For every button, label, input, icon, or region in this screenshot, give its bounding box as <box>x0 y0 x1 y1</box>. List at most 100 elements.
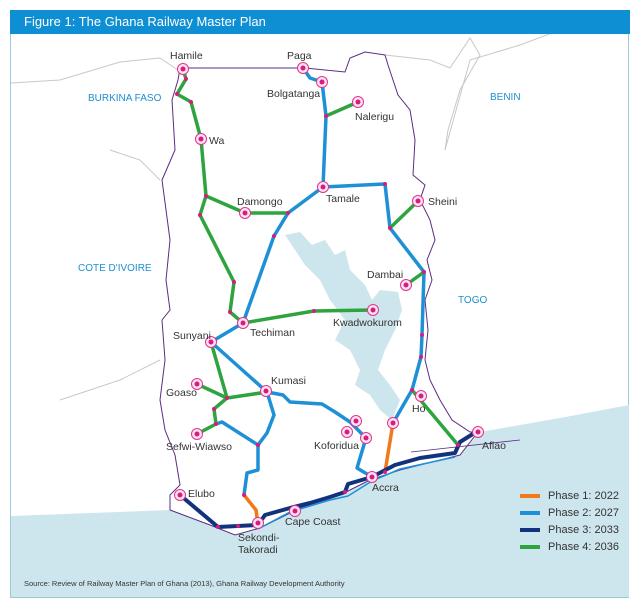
station-marker <box>400 279 412 291</box>
station-marker <box>297 62 309 74</box>
junction-dot <box>383 470 387 474</box>
junction-dot <box>236 524 240 528</box>
station-marker <box>191 428 203 440</box>
legend-swatch <box>520 544 540 549</box>
legend-item-phase-1: Phase 1: 2022 <box>520 487 619 504</box>
junction-dot <box>225 396 229 400</box>
city-label: Goaso <box>166 387 197 399</box>
junction-dot <box>343 490 347 494</box>
junction-dot <box>175 92 179 96</box>
legend-item-phase-3: Phase 3: 2033 <box>520 521 619 538</box>
station-marker <box>177 63 189 75</box>
city-label: Takoradi <box>238 544 278 556</box>
city-label: Sheini <box>428 196 457 208</box>
city-label: Sekondi- <box>238 532 280 544</box>
junction-dot <box>420 333 424 337</box>
junction-dot <box>286 211 290 215</box>
city-label: Nalerigu <box>355 111 394 123</box>
junction-dot <box>198 213 202 217</box>
junction-dot <box>189 100 193 104</box>
station-marker <box>174 489 186 501</box>
station-marker <box>412 195 424 207</box>
country-label: COTE D'IVOIRE <box>78 263 152 274</box>
station-marker <box>239 207 251 219</box>
country-label: TOGO <box>458 295 487 306</box>
junction-dot <box>410 388 414 392</box>
junction-dot <box>212 407 216 411</box>
country-label: BENIN <box>490 92 521 103</box>
station-marker <box>316 76 328 88</box>
city-label: Tamale <box>326 193 360 205</box>
station-marker <box>387 417 399 429</box>
city-label: Ho <box>412 403 426 415</box>
legend-swatch <box>520 510 540 515</box>
stations <box>174 62 484 529</box>
station-marker <box>415 390 427 402</box>
source-note: Source: Review of Railway Master Plan of… <box>24 579 345 588</box>
rail-route-phase-4 <box>388 199 420 230</box>
junction-dot <box>232 280 236 284</box>
junction-dot <box>214 422 218 426</box>
junction-dot <box>456 443 460 447</box>
neighbor-borders <box>10 29 561 401</box>
legend-item-phase-2: Phase 2: 2027 <box>520 504 619 521</box>
station-marker <box>472 426 484 438</box>
rail-route-phase-2 <box>266 390 373 479</box>
station-marker <box>350 415 362 427</box>
country-label: BURKINA FASO <box>88 93 162 104</box>
legend-label: Phase 3: 2033 <box>548 523 619 536</box>
labels: BURKINA FASO BENIN COTE D'IVOIRE TOGO Ha… <box>78 50 521 556</box>
city-label: Bolgatanga <box>267 88 320 100</box>
junction-dot <box>324 114 328 118</box>
city-label: Dambai <box>367 269 403 281</box>
rail-route-phase-2 <box>215 420 259 447</box>
station-marker <box>366 471 378 483</box>
rail-route-phase-2 <box>209 185 325 394</box>
legend-swatch <box>520 493 540 498</box>
junction-dot <box>312 309 316 313</box>
junction-dot <box>272 234 276 238</box>
junction-dot <box>422 270 426 274</box>
junction-dot <box>388 226 392 230</box>
station-marker <box>205 336 217 348</box>
city-label: Accra <box>372 482 399 494</box>
legend-label: Phase 1: 2022 <box>548 489 619 502</box>
station-marker <box>341 426 353 438</box>
junction-dot <box>204 194 208 198</box>
legend: Phase 1: 2022 Phase 2: 2027 Phase 3: 203… <box>520 487 619 555</box>
station-marker <box>367 304 379 316</box>
city-label: Cape Coast <box>285 516 341 528</box>
junction-dot <box>383 182 387 186</box>
legend-swatch <box>520 527 540 532</box>
station-marker <box>252 517 264 529</box>
junction-dot <box>216 525 220 529</box>
city-label: Koforidua <box>314 440 359 452</box>
figure-title: Figure 1: The Ghana Railway Master Plan <box>10 10 630 34</box>
lake-volta <box>285 232 402 420</box>
city-label: Kwadwokurom <box>333 317 402 329</box>
city-label: Aflao <box>482 440 506 452</box>
city-label: Kumasi <box>271 375 306 387</box>
station-marker <box>191 378 203 390</box>
city-label: Techiman <box>250 327 295 339</box>
junction-dot <box>184 77 188 81</box>
city-label: Damongo <box>237 196 283 208</box>
station-marker <box>317 181 329 193</box>
legend-item-phase-4: Phase 4: 2036 <box>520 538 619 555</box>
station-marker <box>289 505 301 517</box>
city-label: Hamile <box>170 50 203 62</box>
legend-label: Phase 4: 2036 <box>548 540 619 553</box>
station-marker <box>352 96 364 108</box>
city-label: Elubo <box>188 488 215 500</box>
station-marker <box>237 317 249 329</box>
junction-dot <box>242 493 246 497</box>
city-label: Sunyani <box>173 330 211 342</box>
junction-dot <box>419 355 423 359</box>
city-label: Sefwi-Wiawso <box>166 441 232 453</box>
rail-route-phase-1 <box>383 422 395 473</box>
station-marker <box>260 385 272 397</box>
junction-dot <box>256 443 260 447</box>
junction-dot <box>228 310 232 314</box>
city-label: Wa <box>209 135 225 147</box>
